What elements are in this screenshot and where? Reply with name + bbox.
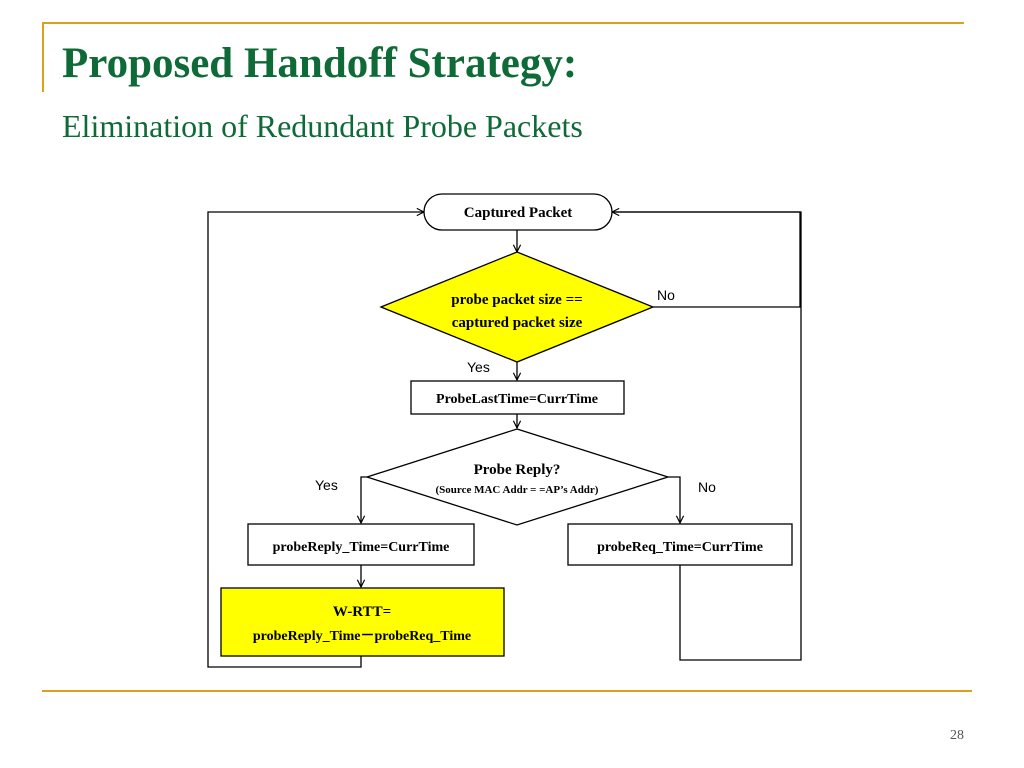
start-node — [423, 193, 613, 231]
decision-probe-reply — [364, 428, 671, 526]
wrtt-line2: probeReply_Time－probeReq_Time — [253, 629, 471, 644]
wrtt-box — [220, 587, 505, 657]
bottom-rule — [42, 690, 972, 692]
process-probe-last-time-label: ProbeLastTime=CurrTime — [436, 392, 598, 407]
start-node-label: Captured Packet — [464, 205, 572, 221]
slide-title: Proposed Handoff Strategy: — [62, 40, 578, 87]
process-probe-reply-time — [247, 523, 475, 566]
process-probe-req-time — [567, 523, 793, 566]
edge-rtt-loop-back — [207, 212, 424, 668]
process-probe-last-time — [410, 380, 625, 415]
decision-size-match-line2: captured packet size — [452, 315, 583, 331]
decision-size-match-no-label: No — [657, 287, 675, 303]
left-rule — [42, 22, 44, 92]
decision-probe-reply-line2: (Source MAC Addr = =AP’s Addr) — [436, 484, 599, 496]
edge-decision2-yes — [361, 476, 367, 523]
page-number: 28 — [950, 728, 964, 743]
decision-probe-reply-no-label: No — [698, 479, 716, 495]
process-probe-req-time-label: probeReq_Time=CurrTime — [597, 540, 763, 555]
top-rule — [42, 22, 964, 24]
decision-size-match-yes-label: Yes — [467, 359, 490, 375]
decision-size-match-line1: probe packet size == — [451, 292, 582, 308]
wrtt-line1: W-RTT= — [333, 604, 391, 620]
decision-size-match — [379, 251, 655, 363]
slide-subtitle: Elimination of Redundant Probe Packets — [62, 108, 583, 144]
decision-probe-reply-yes-label: Yes — [315, 477, 338, 493]
edge-decision2-no — [668, 476, 680, 523]
decision-probe-reply-line1: Probe Reply? — [474, 462, 561, 478]
edge-decision1-no-loop — [612, 212, 801, 308]
edge-req-loop-back — [612, 211, 802, 661]
process-probe-reply-time-label: probeReply_Time=CurrTime — [273, 540, 450, 555]
